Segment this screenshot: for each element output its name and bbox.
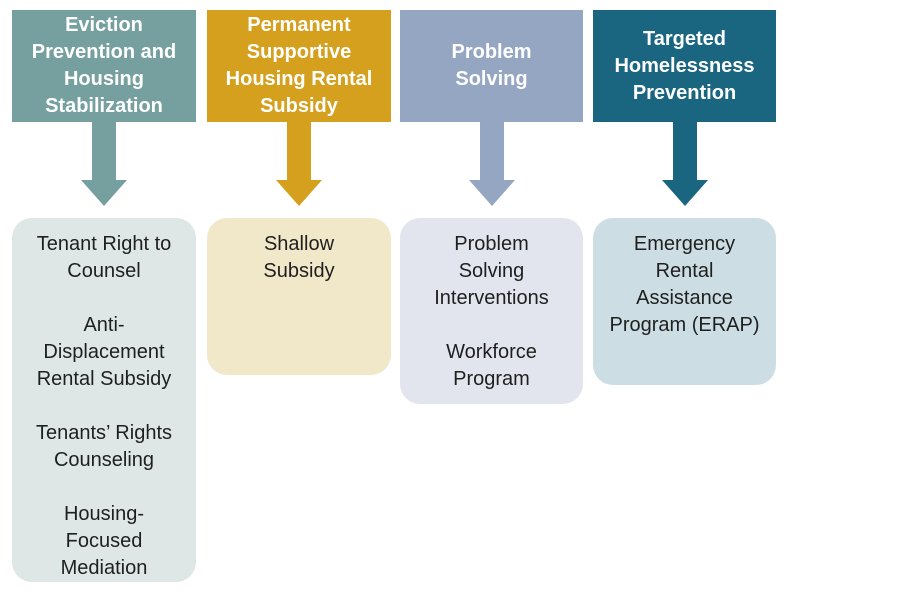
program-item: Shallow Subsidy [263,233,335,282]
programs-box-supportive-housing-subsidy: Shallow Subsidy [207,218,391,375]
program-item: Tenant Right to Counsel [36,233,172,282]
down-arrow-icon [81,122,127,206]
down-arrow-shape [661,122,708,206]
header-problem-solving: Problem Solving [400,10,583,122]
down-arrow-shape [276,122,322,206]
program-item: Tenants’ Rights Counseling [36,422,172,471]
column-targeted-homelessness-prevention: Targeted Homelessness Prevention Emergen… [593,10,776,595]
header-targeted-homelessness-prevention: Targeted Homelessness Prevention [593,10,776,122]
program-item: Workforce Program [446,341,537,390]
down-arrow-shape [81,122,127,206]
programs-box-problem-solving: Problem Solving Interventions Workforce … [400,218,583,404]
header-eviction-prevention: Eviction Prevention and Housing Stabiliz… [12,10,196,122]
program-item: Problem Solving Interventions [434,233,549,309]
column-supportive-housing-subsidy: Permanent Supportive Housing Rental Subs… [207,10,391,595]
down-arrow-icon [661,122,708,206]
program-item: Housing- Focused Mediation [60,503,148,579]
program-item: Emergency Rental Assistance Program (ERA… [609,233,760,336]
down-arrow-shape [468,122,515,206]
program-item: Anti- Displacement Rental Subsidy [36,314,172,390]
header-supportive-housing-subsidy: Permanent Supportive Housing Rental Subs… [207,10,391,122]
programs-box-targeted-homelessness-prevention: Emergency Rental Assistance Program (ERA… [593,218,776,385]
column-eviction-prevention: Eviction Prevention and Housing Stabiliz… [12,10,196,595]
programs-box-eviction-prevention: Tenant Right to Counsel Anti- Displaceme… [12,218,196,582]
down-arrow-icon [468,122,515,206]
column-problem-solving: Problem Solving Problem Solving Interven… [400,10,583,595]
down-arrow-icon [276,122,322,206]
